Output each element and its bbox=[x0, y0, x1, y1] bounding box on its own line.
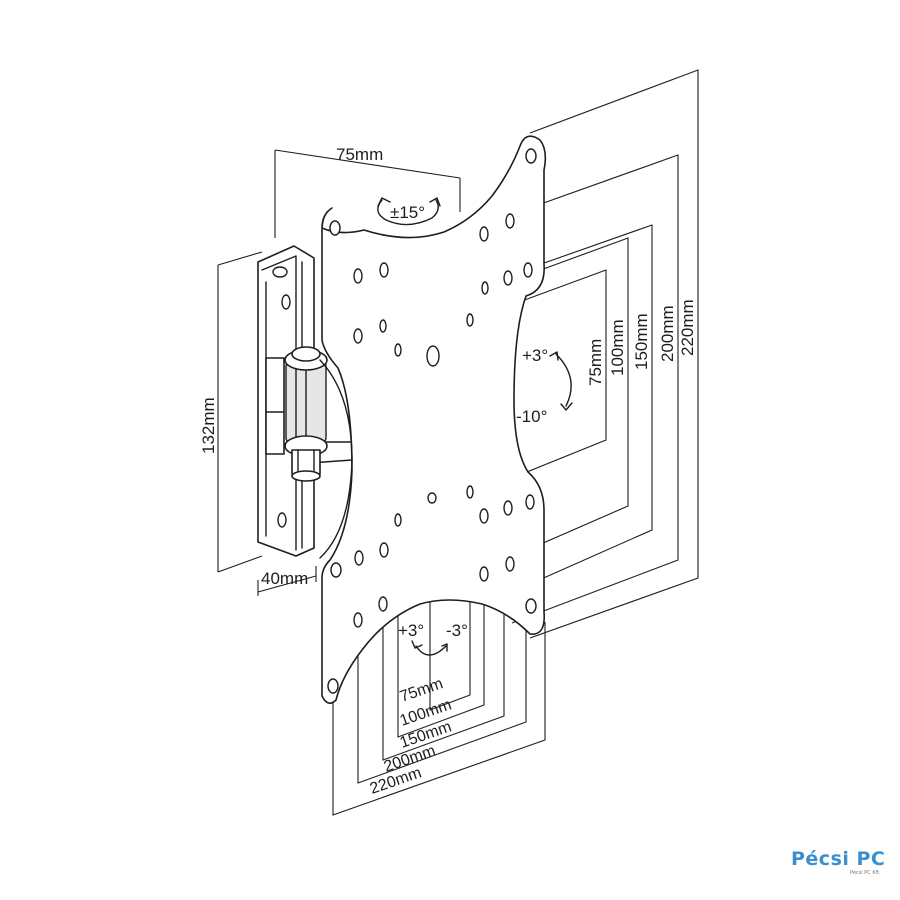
rotation-arrow bbox=[411, 640, 448, 656]
brand-watermark-sub: Pécsi PC Kft. bbox=[850, 870, 881, 876]
vertical-dimension-lines bbox=[469, 69, 699, 639]
swivel-label: ±15° bbox=[390, 203, 425, 222]
tilt-up-label: +3° bbox=[522, 346, 548, 365]
vertical-dim-200: 200mm bbox=[658, 305, 677, 362]
vesa-holes bbox=[327, 148, 537, 694]
height-label: 132mm bbox=[199, 397, 218, 454]
tilt-down-label: -10° bbox=[516, 407, 547, 426]
vertical-dim-220: 220mm bbox=[678, 299, 697, 356]
side-dimension-lines bbox=[217, 149, 461, 596]
vertical-dim-150: 150mm bbox=[632, 313, 651, 370]
swivel-arrow bbox=[377, 197, 441, 226]
vesa-plate bbox=[319, 135, 547, 704]
swivel-arm bbox=[284, 346, 353, 482]
top-width-label: 75mm bbox=[336, 145, 383, 164]
rotate-left-label: +3° bbox=[398, 621, 424, 640]
vertical-dim-100: 100mm bbox=[608, 319, 627, 376]
tilt-arrow bbox=[549, 351, 573, 411]
depth-label: 40mm bbox=[261, 569, 308, 588]
brand-watermark: Pécsi PC bbox=[791, 848, 886, 870]
rotate-right-label: -3° bbox=[446, 621, 468, 640]
vertical-dim-75: 75mm bbox=[586, 339, 605, 386]
